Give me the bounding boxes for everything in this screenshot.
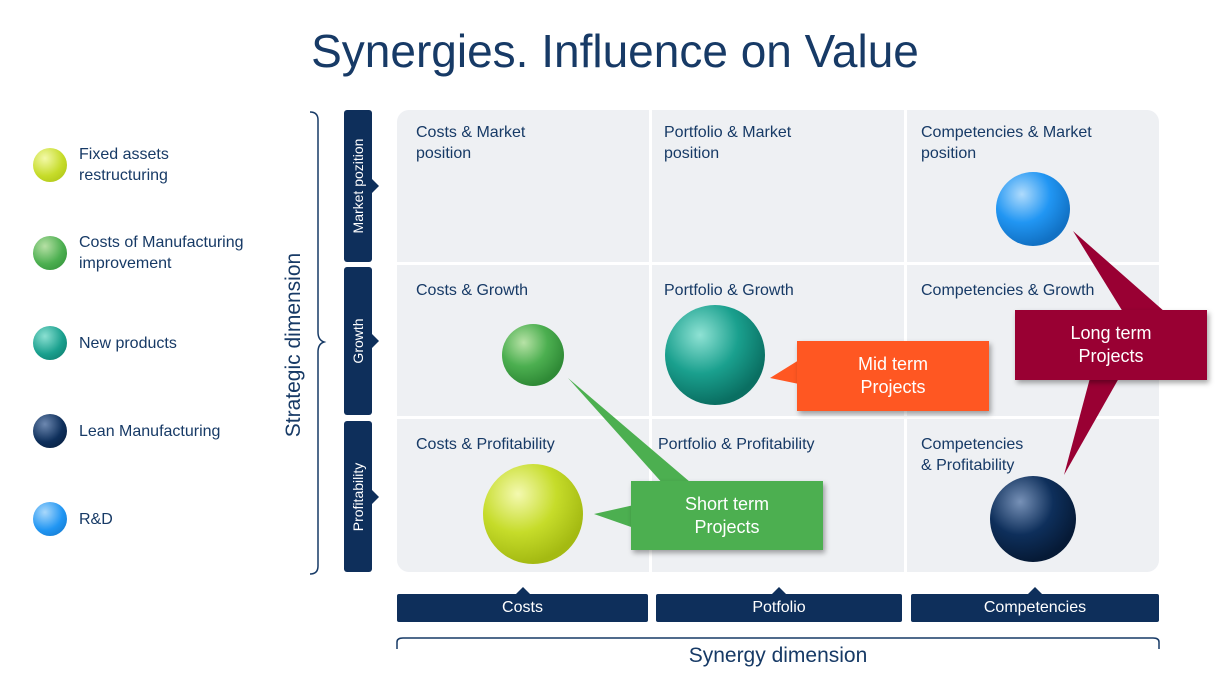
green-circle-icon <box>33 236 67 270</box>
legend-item-fixed-assets: Fixed assets restructuring <box>33 143 279 187</box>
legend-item-costs-manufacturing: Costs of Manufacturing improvement <box>33 231 279 275</box>
costs-manufacturing-bubble <box>502 324 564 386</box>
legend-label: New products <box>79 334 177 352</box>
cell-costs-market-position: Costs & Market position <box>416 124 526 162</box>
cell-costs-profitability: Costs & Profitability <box>416 436 555 453</box>
callout-mid-term: Mid term Projects <box>797 341 989 411</box>
short-term-pointer-2 <box>594 505 634 528</box>
cell-portfolio-growth: Portfolio & Growth <box>664 282 794 299</box>
legend-item-new-products: New products <box>33 321 279 365</box>
mid-term-pointer <box>770 360 799 384</box>
cell-costs-growth: Costs & Growth <box>416 282 529 299</box>
long-term-pointer-2 <box>1064 378 1119 475</box>
cell-competencies-market-position: Competencies & Market position <box>921 124 1092 162</box>
cell-portfolio-profitability: Portfolio & Profitability <box>658 436 815 453</box>
grid-divider <box>649 110 652 572</box>
row-tab-profitability: Profitability <box>344 421 379 572</box>
legend-item-rd: R&D <box>33 497 279 541</box>
yellow-green-circle-icon <box>33 148 67 182</box>
lean-manufacturing-bubble <box>990 476 1076 562</box>
legend-label: Costs of Manufacturing improvement <box>79 234 244 272</box>
x-axis-bracket <box>396 637 1160 649</box>
callout-short-term: Short term Projects <box>631 481 823 550</box>
cell-portfolio-market-position: Portfolio & Market position <box>664 124 792 162</box>
teal-circle-icon <box>33 326 67 360</box>
cell-competencies-growth: Competencies & Growth <box>921 282 1095 299</box>
y-axis-bracket <box>309 111 327 575</box>
grid-divider <box>397 262 1159 265</box>
legend-item-lean-manufacturing: Lean Manufacturing <box>33 409 279 453</box>
legend-label: Fixed assets restructuring <box>79 146 169 184</box>
navy-circle-icon <box>33 414 67 448</box>
legend-label: Lean Manufacturing <box>79 422 221 440</box>
fixed-assets-bubble <box>483 464 583 564</box>
long-term-pointer-1 <box>1073 231 1165 312</box>
new-products-bubble <box>665 305 765 405</box>
blue-circle-icon <box>33 502 67 536</box>
row-tab-growth: Growth <box>344 267 379 415</box>
column-tab-portfolio: Potfolio <box>656 587 902 622</box>
page-title: Synergies. Influence on Value <box>311 25 919 77</box>
column-tab-competencies: Competencies <box>911 587 1159 622</box>
grid-divider <box>397 416 1159 419</box>
rd-bubble <box>996 172 1070 246</box>
legend-label: R&D <box>79 510 113 528</box>
row-tab-market-position: Market pozition <box>344 110 379 262</box>
short-term-pointer-1 <box>568 378 690 485</box>
callout-long-term: Long term Projects <box>1015 310 1207 380</box>
column-tab-costs: Costs <box>397 587 648 622</box>
cell-competencies-profitability: Competencies & Profitability <box>921 436 1024 474</box>
x-axis-title: Synergy dimension <box>688 644 868 667</box>
